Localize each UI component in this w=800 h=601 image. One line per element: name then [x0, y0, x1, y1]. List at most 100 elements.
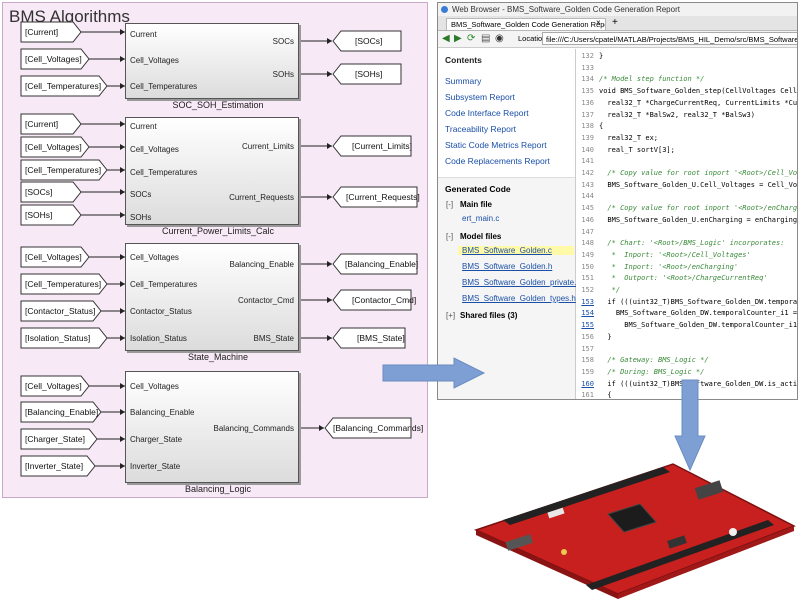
- code-line: 132}: [576, 51, 603, 63]
- goto-tag-shape: [332, 186, 418, 208]
- from-tag-shape: [20, 273, 108, 295]
- block-name: Balancing_Logic: [184, 484, 252, 494]
- line-number[interactable]: 155: [581, 321, 594, 330]
- input-port-label: Balancing_Enable: [130, 408, 195, 417]
- code-text: /* Copy value for root inport '<Root>/Ce…: [599, 169, 797, 177]
- new-tab-icon[interactable]: +: [612, 17, 618, 28]
- from-tag[interactable]: [Cell_Temperatures]: [25, 81, 102, 91]
- contents-heading: Contents: [445, 55, 482, 65]
- line-number: 148: [581, 239, 594, 248]
- code-line: 156 }: [576, 332, 611, 344]
- goto-tag[interactable]: [Current_Requests]: [346, 192, 420, 202]
- refresh-icon[interactable]: ⟳: [467, 33, 476, 44]
- line-number[interactable]: 153: [581, 297, 594, 306]
- file-link-selected[interactable]: BMS_Software_Golden.c: [458, 246, 574, 255]
- from-tag[interactable]: [Contactor_Status]: [25, 306, 96, 316]
- from-tag-shape: [20, 455, 96, 477]
- forward-icon[interactable]: ▶: [454, 33, 462, 44]
- code-line: 138{: [576, 121, 603, 133]
- goto-tag[interactable]: [Contactor_Cmd]: [352, 295, 417, 305]
- code-text: /* Copy value for root inport '<Root>/en…: [599, 204, 797, 213]
- generated-code-heading: Generated Code: [445, 184, 511, 194]
- goto-tag-shape: [332, 30, 402, 52]
- simulink-model-canvas[interactable]: BMS Algorithms Current Cell_Voltages Cel…: [2, 2, 428, 498]
- block-name: Current_Power_Limits_Calc: [161, 226, 275, 236]
- code-text: BMS_Software_Golden_DW.temporalCounter_i…: [599, 309, 797, 318]
- line-number: 141: [581, 157, 594, 166]
- find-icon[interactable]: ◉: [495, 33, 504, 44]
- goto-tag[interactable]: [BMS_State]: [357, 333, 405, 343]
- from-tag[interactable]: [Isolation_Status]: [25, 333, 91, 343]
- from-tag[interactable]: [Charger_State]: [25, 434, 86, 444]
- from-tag-shape: [20, 48, 90, 70]
- nav-link-subsystem-report[interactable]: Subsystem Report: [445, 92, 515, 102]
- tab-code-generation-report[interactable]: BMS_Software_Golden Code Generation Repo…: [446, 18, 606, 30]
- code-line: 147: [576, 227, 599, 239]
- from-tag[interactable]: [Current]: [25, 27, 59, 37]
- nav-link-static-code-metrics-report[interactable]: Static Code Metrics Report: [445, 140, 547, 150]
- window-title: Web Browser - BMS_Software_Golden Code G…: [452, 5, 680, 14]
- nav-link-traceability-report[interactable]: Traceability Report: [445, 124, 517, 134]
- nav-link-code-interface-report[interactable]: Code Interface Report: [445, 108, 529, 118]
- collapse-icon[interactable]: [-]: [446, 200, 454, 209]
- file-link[interactable]: BMS_Software_Golden_types.h: [462, 294, 576, 303]
- from-tag[interactable]: [Balancing_Enable]: [25, 407, 99, 417]
- line-number[interactable]: 154: [581, 309, 594, 318]
- main-file-heading: Main file: [460, 200, 493, 209]
- code-line: 141: [576, 156, 599, 168]
- goto-tag[interactable]: [SOCs]: [355, 36, 383, 46]
- input-port-label: SOHs: [130, 213, 152, 222]
- close-tab-icon[interactable]: ×: [596, 18, 601, 27]
- goto-tag[interactable]: [Balancing_Enable]: [345, 259, 419, 269]
- from-tag[interactable]: [Cell_Temperatures]: [25, 279, 102, 289]
- tab-label: BMS_Software_Golden Code Generation Repo…: [451, 20, 606, 29]
- from-tag[interactable]: [Cell_Temperatures]: [25, 165, 102, 175]
- goto-tag[interactable]: [Balancing_Commands]: [333, 423, 424, 433]
- code-line: 149 * Inport: '<Root>/Cell_Voltages': [576, 250, 750, 262]
- from-tag[interactable]: [Cell_Voltages]: [25, 381, 82, 391]
- line-number: 144: [581, 192, 594, 201]
- code-line: 154 BMS_Software_Golden_DW.temporalCount…: [576, 308, 797, 320]
- code-text: * Outport: '<Root>/ChargeCurrentReq': [599, 274, 768, 283]
- output-port-label: SOCs: [272, 37, 294, 46]
- code-text: /* During: BMS_Logic */: [599, 367, 705, 376]
- window-titlebar: Web Browser - BMS_Software_Golden Code G…: [438, 3, 797, 16]
- code-text: */: [599, 286, 621, 294]
- subsystem-soc-soh-estimation[interactable]: Current Cell_Voltages Cell_Temperatures …: [125, 23, 299, 99]
- model-title: BMS Algorithms: [9, 7, 130, 26]
- file-link[interactable]: BMS_Software_Golden_private.h: [462, 278, 581, 287]
- goto-tag[interactable]: [Current_Limits]: [352, 141, 412, 151]
- file-link[interactable]: ert_main.c: [462, 214, 500, 223]
- expand-icon[interactable]: [+]: [446, 311, 456, 320]
- input-port-label: Cell_Voltages: [130, 253, 179, 262]
- collapse-icon[interactable]: [-]: [446, 232, 454, 241]
- file-link[interactable]: BMS_Software_Golden.h: [462, 262, 553, 271]
- code-line: 160 if (((uint32_T)BMS_Software_Golden_D…: [576, 379, 797, 391]
- goto-tag-shape: [324, 417, 412, 439]
- subsystem-current-power-limits-calc[interactable]: Current Cell_Voltages Cell_Temperatures …: [125, 117, 299, 225]
- line-number: 152: [581, 286, 594, 294]
- subsystem-balancing-logic[interactable]: Cell_Voltages Balancing_Enable Charger_S…: [125, 371, 299, 483]
- subsystem-state-machine[interactable]: Cell_Voltages Cell_Temperatures Contacto…: [125, 243, 299, 351]
- nav-link-code-replacements-report[interactable]: Code Replacements Report: [445, 156, 550, 166]
- from-tag[interactable]: [Current]: [25, 119, 59, 129]
- from-tag[interactable]: [SOCs]: [25, 187, 53, 197]
- print-icon[interactable]: ▤: [481, 33, 491, 44]
- signal-arrowhead: [120, 144, 125, 150]
- nav-link-summary[interactable]: Summary: [445, 76, 482, 86]
- input-port-label: SOCs: [130, 190, 152, 199]
- from-tag[interactable]: [Cell_Voltages]: [25, 252, 82, 262]
- signal-arrowhead: [327, 261, 332, 267]
- goto-tag[interactable]: [SOHs]: [355, 69, 383, 79]
- signal-arrowhead: [120, 212, 125, 218]
- from-tag[interactable]: [Inverter_State]: [25, 461, 84, 471]
- line-number[interactable]: 160: [581, 379, 594, 388]
- address-bar[interactable]: file:///C:/Users/cpatel/MATLAB/Projects/…: [542, 32, 797, 45]
- from-tag[interactable]: [Cell_Voltages]: [25, 54, 82, 64]
- code-line: 139 real32_T ex;: [576, 133, 658, 145]
- back-icon[interactable]: ◀: [442, 33, 450, 44]
- from-tag[interactable]: [Cell_Voltages]: [25, 142, 82, 152]
- web-browser-window[interactable]: Web Browser - BMS_Software_Golden Code G…: [437, 2, 798, 400]
- from-tag[interactable]: [SOHs]: [25, 210, 53, 220]
